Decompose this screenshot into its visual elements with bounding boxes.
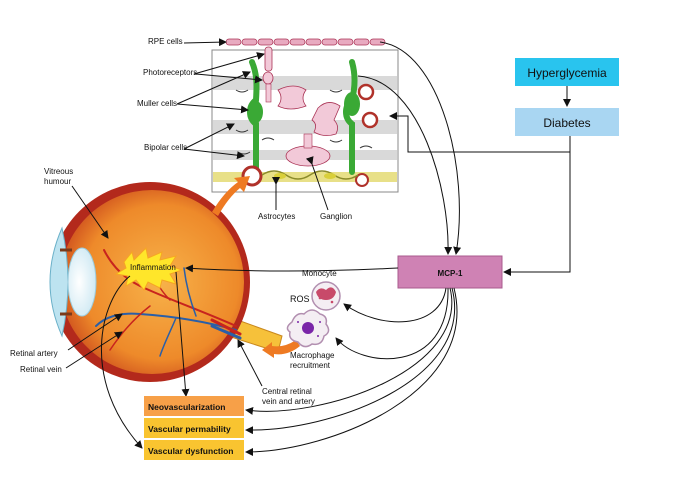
inflammation-burst xyxy=(114,246,184,291)
eye-label-pointers xyxy=(65,185,263,387)
retinal-vein-label: Retinal vein xyxy=(20,365,62,374)
rpe-cell xyxy=(257,38,274,46)
rpe-cell xyxy=(225,38,242,46)
macrophage-cell xyxy=(286,309,330,348)
panel-label-pointers xyxy=(176,38,329,211)
muller-cell-right xyxy=(329,59,379,187)
rpe-cell xyxy=(241,38,258,46)
mcp1-box: MCP-1 xyxy=(397,255,503,289)
astrocytes-label: Astrocytes xyxy=(258,212,295,221)
zoom-arrow-icon xyxy=(212,176,250,216)
vitreous-label-line2: humour xyxy=(44,177,71,186)
eye-cross-section: Inflammation xyxy=(49,182,283,382)
hyperglycemia-label: Hyperglycemia xyxy=(527,66,607,80)
central-retinal-label-line2: vein and artery xyxy=(262,397,315,406)
outcome-box-3 xyxy=(144,440,244,460)
recruitment-arrow-icon xyxy=(262,340,300,358)
astrocytes xyxy=(261,170,359,180)
rpe-cell xyxy=(369,38,386,46)
outcome-label-3: Vascular dysfunction xyxy=(148,446,234,456)
diabetes-label: Diabetes xyxy=(543,116,590,130)
lens xyxy=(67,247,97,317)
muller-cells-label: Muller cells xyxy=(137,99,177,108)
rpe-cell xyxy=(289,38,306,46)
monocyte-label: Monocyte xyxy=(302,269,337,278)
outcome-label-1: Neovascularization xyxy=(148,402,225,412)
rpe-cell xyxy=(305,38,322,46)
rpe-cells-label: RPE cells xyxy=(148,37,183,46)
inflammation-label: Inflammation xyxy=(130,263,176,272)
hyperglycemia-box: Hyperglycemia xyxy=(515,58,619,86)
macrophage-label-line2: recruitment xyxy=(290,361,331,370)
rpe-cell xyxy=(353,38,370,46)
photoreceptors-label: Photoreceptors xyxy=(143,68,197,77)
outcome-label-2: Vascular permability xyxy=(148,424,231,434)
diabetes-connectors xyxy=(389,112,571,276)
cornea xyxy=(49,226,69,338)
outcome-box-1 xyxy=(144,396,244,416)
central-retinal-label-line1: Central retinal xyxy=(262,387,312,396)
macrophage-label-line1: Macrophage xyxy=(290,351,335,360)
photoreceptor-cell xyxy=(262,46,274,103)
retinal-artery-label: Retinal artery xyxy=(10,349,58,358)
inflammation-connectors xyxy=(100,264,399,449)
rpe-cell xyxy=(273,38,290,46)
rpe-cell xyxy=(337,38,354,46)
ganglion-cell xyxy=(285,133,331,167)
rpe-cell-row xyxy=(225,38,386,46)
mcp1-label: MCP-1 xyxy=(438,269,463,278)
outcome-box-2 xyxy=(144,418,244,438)
vitreous-label-line1: Vitreous xyxy=(44,167,73,176)
monocyte-cell xyxy=(311,281,341,311)
ganglion-label: Ganglion xyxy=(320,212,352,221)
mcp1-feedback-arrows xyxy=(245,41,462,456)
bipolar-cells-label: Bipolar cells xyxy=(144,143,187,152)
rpe-cell xyxy=(321,38,338,46)
diabetes-box: Diabetes xyxy=(515,108,619,136)
bipolar-cells xyxy=(277,85,341,136)
ros-label: ROS xyxy=(290,294,310,304)
